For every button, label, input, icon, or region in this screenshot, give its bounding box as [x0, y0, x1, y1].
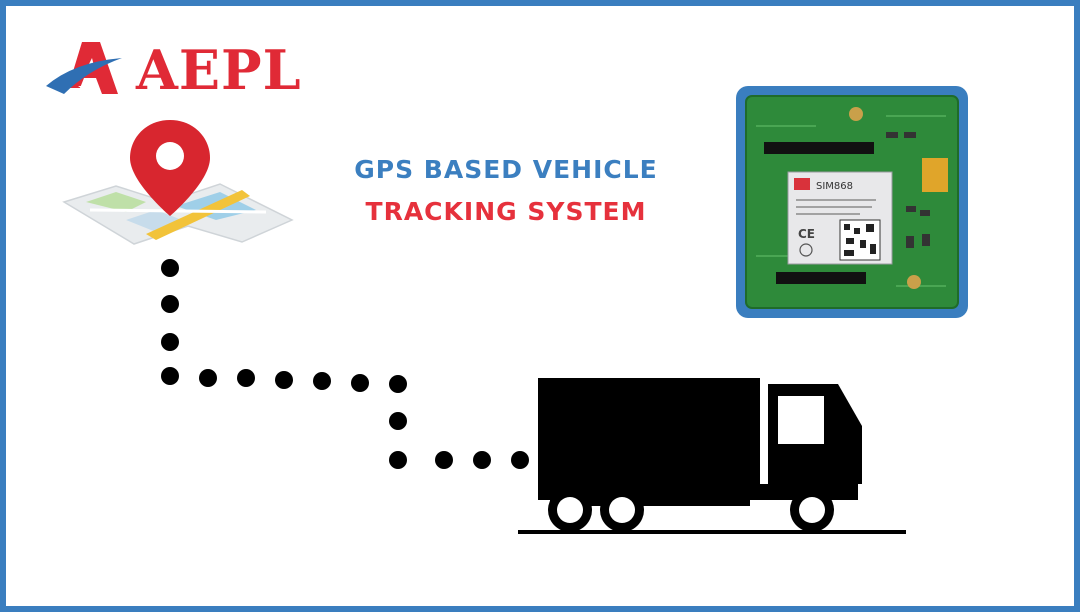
gps-module-image: SIM868 CE	[736, 86, 968, 318]
brand-name: AEPL	[136, 38, 302, 102]
aepl-logo-icon	[46, 42, 122, 97]
title-line-1: GPS BASED VEHICLE	[354, 155, 658, 184]
title-line-2: TRACKING SYSTEM	[365, 197, 647, 226]
map-pin-icon	[130, 120, 210, 216]
route-dots	[161, 259, 529, 469]
ce-mark: CE	[798, 227, 815, 241]
gps-module-icon: SIM868 CE	[745, 95, 959, 309]
page-title: GPS BASED VEHICLE TRACKING SYSTEM	[336, 150, 676, 234]
truck-icon	[518, 378, 906, 534]
map-icon	[62, 183, 294, 245]
brand-logo: AEPL	[44, 36, 314, 106]
chip-label: SIM868	[816, 181, 853, 192]
tracking-illustration	[62, 120, 906, 534]
